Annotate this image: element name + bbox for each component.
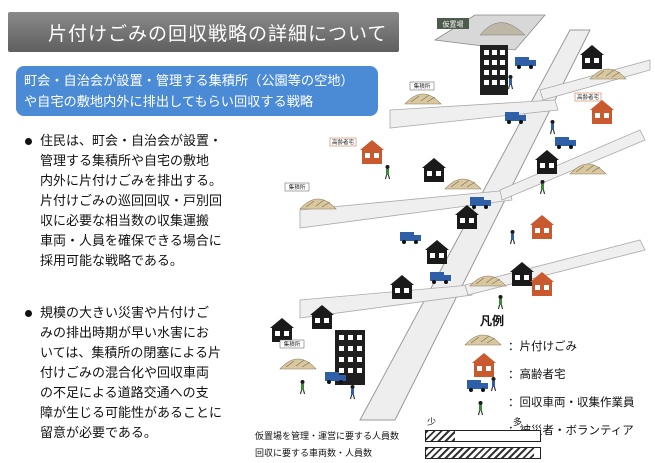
scale-row-label: 回収に要する車両数・人員数 <box>255 449 373 459</box>
temp-site: 仮置場 <box>433 14 546 51</box>
house-icon <box>510 262 534 286</box>
truck-icon <box>400 232 421 244</box>
person-icon <box>300 379 305 395</box>
bullet-text: 規模の大きい災害や片付けご みの排出時期が早い水害にお いては、集積所の閉塞によ… <box>40 306 223 441</box>
scale-header: 少 多 <box>255 415 645 429</box>
collection-point-tag: 集積所 <box>409 81 435 91</box>
scale-fill <box>426 448 535 458</box>
svg-text:集積所: 集積所 <box>289 183 306 191</box>
legend-label: ：回収車両・収集作業員 <box>508 395 635 409</box>
scale-row: 仮置場を管理・運営に要する人員数 <box>255 429 645 443</box>
collection-point-tag: 集積所 <box>284 182 310 192</box>
legend-item: ：高齢者宅 <box>462 360 652 385</box>
elderly-home-tag: 高齢者宅 <box>574 92 602 102</box>
scale-track <box>425 447 541 459</box>
elderly-house-icon <box>590 100 614 124</box>
strategy-line-1: 町会・自治会が設置・管理する集積所（公園等の空地） <box>24 74 354 89</box>
scale-row-label: 仮置場を管理・運営に要する人員数 <box>255 432 400 442</box>
svg-text:高齢者宅: 高齢者宅 <box>332 138 355 146</box>
bullet-item: 住民は、町会・自治会が設置・ 管理する集積所や自宅の敷地 内外に片付けごみを排出… <box>25 132 260 272</box>
strategy-box: 町会・自治会が設置・管理する集積所（公園等の空地） や自宅の敷地内外に排出しても… <box>16 66 378 116</box>
person-icon <box>498 294 503 310</box>
legend: 凡例 ：片付けごみ ：高齢者宅 ：回収車両・収集作業員 ：被災者・ボランティア <box>462 312 652 441</box>
scale-track <box>425 430 541 442</box>
bullet-dot-icon <box>25 310 32 317</box>
tall-building <box>480 45 508 95</box>
person-icon <box>540 179 545 195</box>
svg-text:集積所: 集積所 <box>414 82 431 90</box>
debris-pile-icon <box>404 93 442 105</box>
elderly-home-tag: 高齢者宅 <box>329 137 357 147</box>
bullet-dot-icon <box>25 138 32 145</box>
legend-item: ：回収車両・収集作業員 <box>462 388 652 413</box>
house-icon <box>535 150 559 174</box>
svg-text:高齢者宅: 高齢者宅 <box>577 93 600 101</box>
house-icon <box>425 240 449 264</box>
house-icon <box>270 318 294 342</box>
collection-point-tag: 集積所 <box>279 339 305 349</box>
resource-scale: 少 多 仮置場を管理・運営に要する人員数 回収に要する車両数・人員数 <box>255 415 645 460</box>
truck-icon <box>515 57 536 69</box>
legend-label: ：片付けごみ <box>508 339 577 353</box>
truck-icon <box>555 137 576 149</box>
legend-label: ：高齢者宅 <box>508 367 566 381</box>
strategy-line-2: や自宅の敷地内外に排出してもらい回収する戦略 <box>24 95 314 110</box>
bullet-item: 規模の大きい災害や片付けご みの排出時期が早い水害にお いては、集積所の閉塞によ… <box>25 304 260 444</box>
house-icon <box>390 275 414 299</box>
side-street <box>389 99 559 129</box>
legend-item: ：片付けごみ <box>462 332 652 357</box>
house-icon <box>580 45 604 69</box>
scale-fill <box>426 431 455 441</box>
person-icon <box>550 119 555 135</box>
person-icon <box>510 229 515 245</box>
bullet-text: 住民は、町会・自治会が設置・ 管理する集積所や自宅の敷地 内外に片付けごみを排出… <box>40 134 223 269</box>
side-street <box>299 284 473 319</box>
page-title: 片付けごみの回収戦略の詳細について <box>48 23 388 45</box>
svg-text:集積所: 集積所 <box>284 340 301 348</box>
title-bar: 片付けごみの回収戦略の詳細について <box>8 12 399 52</box>
bullet-list: 住民は、町会・自治会が設置・ 管理する集積所や自宅の敷地 内外に片付けごみを排出… <box>25 132 260 444</box>
legend-title: 凡例 <box>480 314 505 328</box>
collection-illustration: 仮置場 高齢者宅 高齢者宅 <box>270 14 651 421</box>
side-street <box>299 189 513 229</box>
elderly-house-icon <box>360 140 384 164</box>
person-icon <box>508 74 513 90</box>
debris-pile-icon <box>299 198 337 210</box>
elderly-house-icon <box>530 215 554 239</box>
house-icon <box>422 158 446 182</box>
side-street <box>499 129 646 201</box>
person-icon <box>385 164 390 180</box>
person-icon <box>350 384 355 400</box>
scale-min-label: 少 <box>427 418 437 428</box>
debris-pile-icon <box>279 358 317 370</box>
side-street <box>464 239 646 296</box>
scale-row: 回収に要する車両数・人員数 <box>255 446 645 460</box>
scale-max-label: 多 <box>513 418 523 428</box>
debris-pile-icon <box>444 178 482 190</box>
temp-site-label: 仮置場 <box>443 20 464 29</box>
